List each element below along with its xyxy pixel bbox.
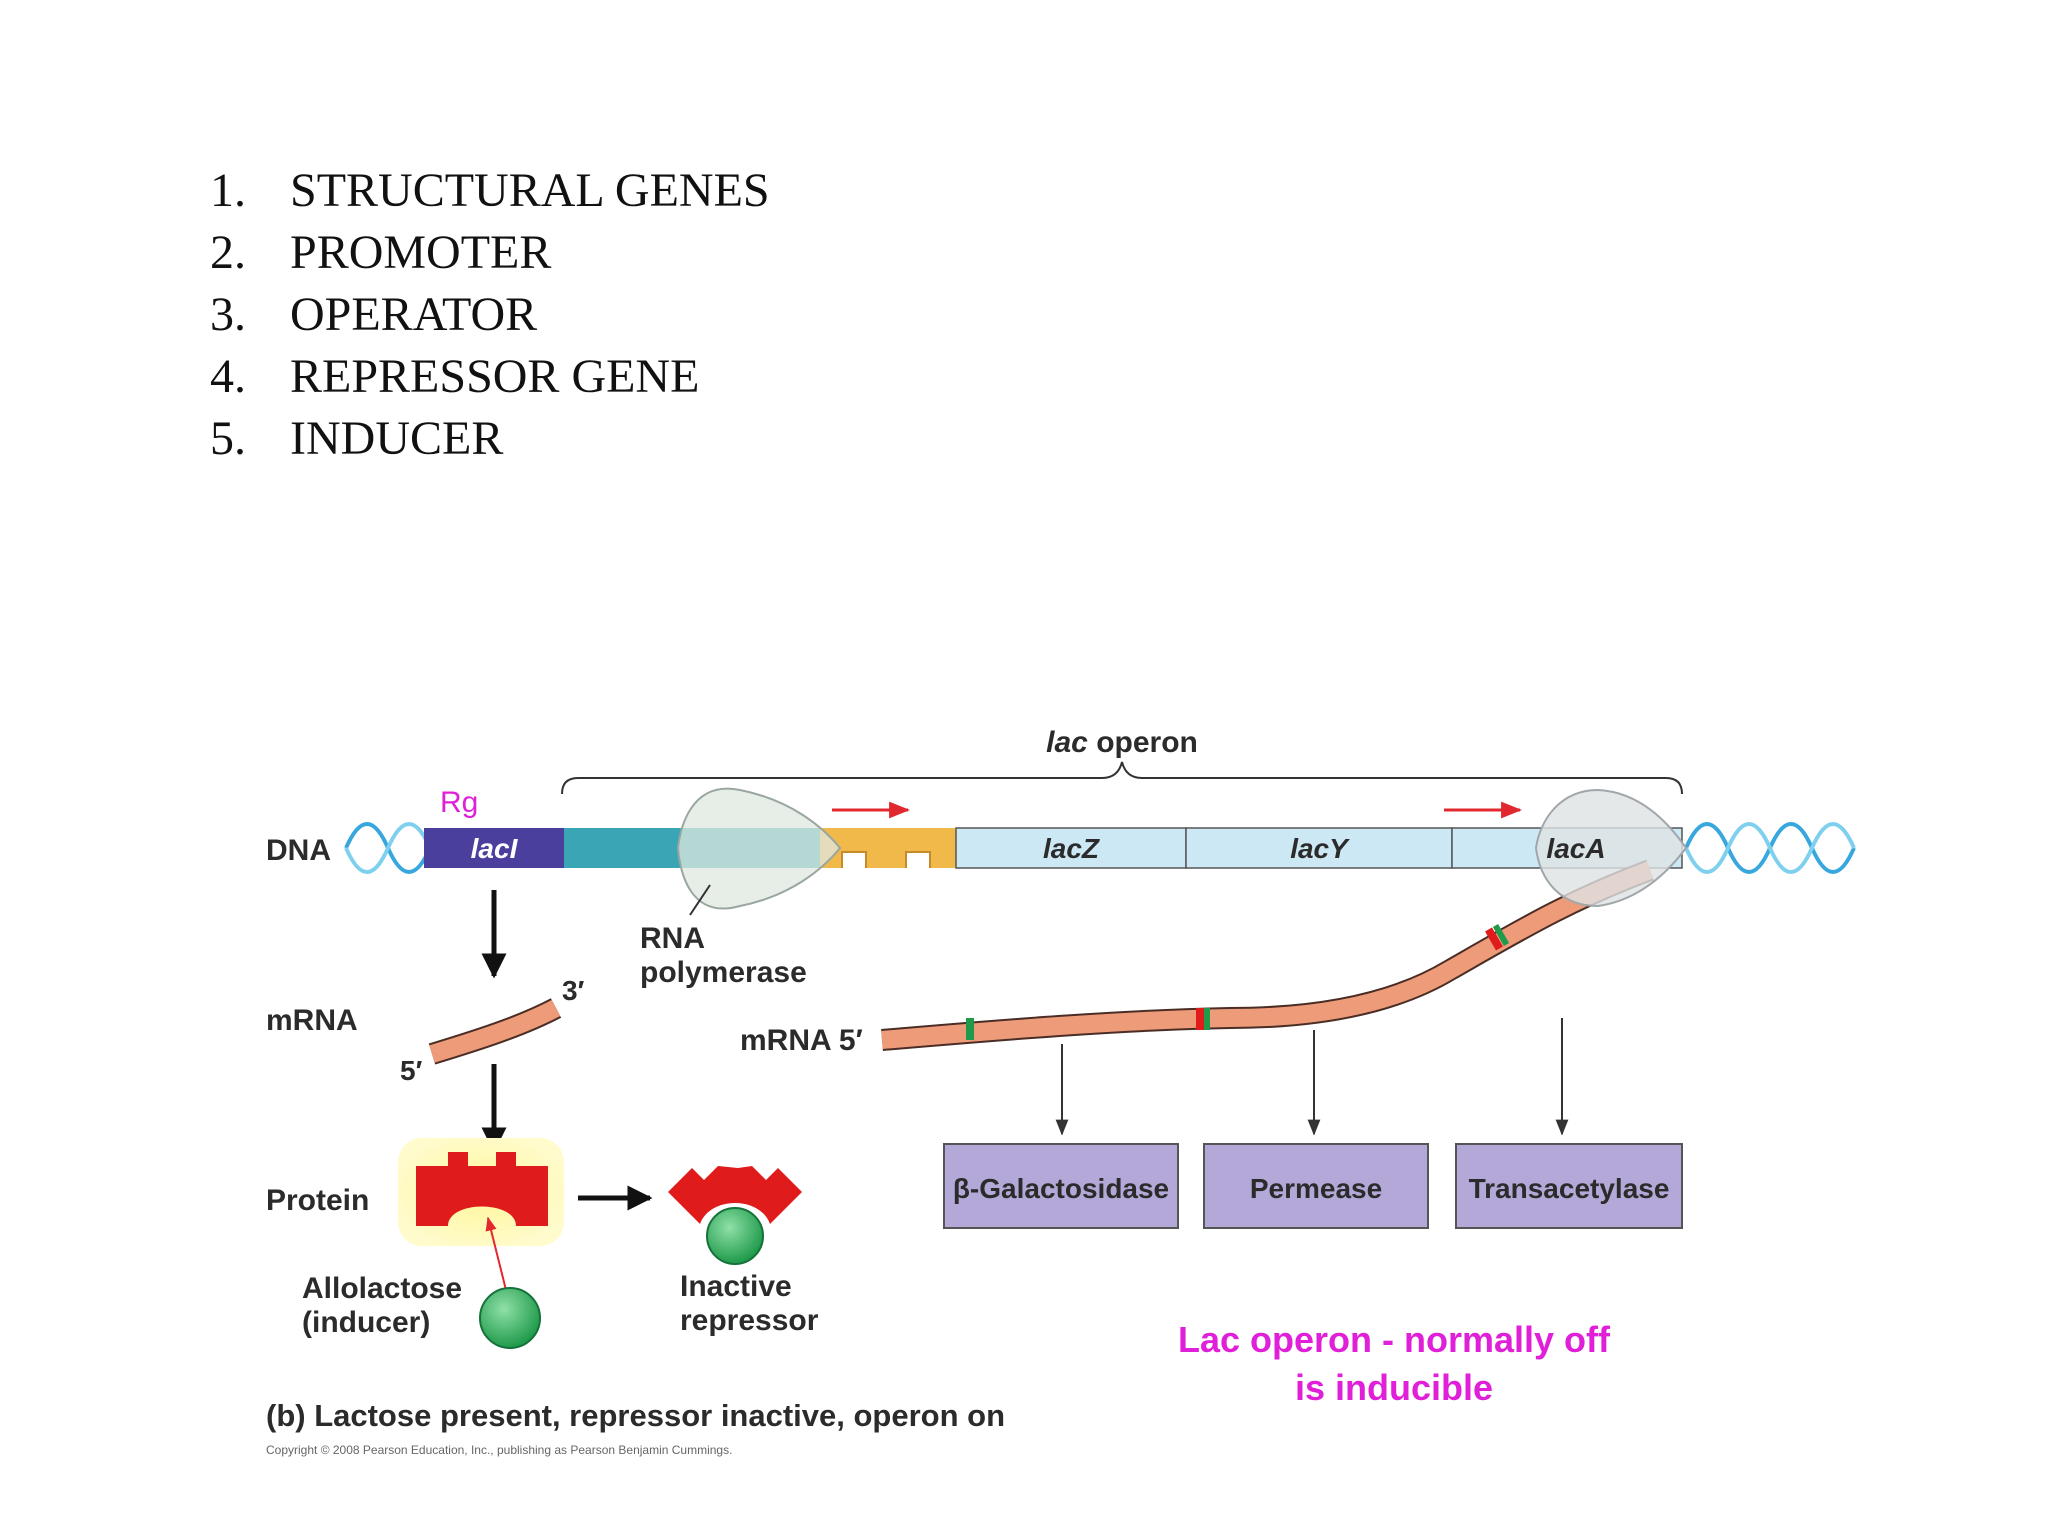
mrna-5-label: mRNA 5′ [740,1024,863,1057]
galactosidase-label: β-Galactosidase [953,1173,1169,1204]
mrna-label: mRNA [266,1004,358,1037]
operon-mrna [881,861,1654,1049]
inactive-repressor [668,1166,802,1224]
operon-label: lac operon [1046,726,1198,759]
galactosidase-box [943,1143,1179,1229]
list-item: 2. PROMOTER [210,222,770,284]
laca-label: lacA [1546,833,1605,864]
rna-polymerase-pointer [689,884,711,916]
start-codon-marker [1204,1008,1210,1030]
active-repressor [416,1152,548,1226]
component-list: 1. STRUCTURAL GENES 2. PROMOTER 3. OPERATOR… [210,160,770,470]
note-line-2: is inducible [1295,1367,1493,1408]
list-item: 5. INDUCER [210,408,770,470]
list-text: OPERATOR [290,288,538,341]
allolactose-label: Allolactose [302,1272,462,1305]
list-number: 2. [210,226,246,279]
operator-notches [841,851,931,868]
permease-box [1203,1143,1429,1229]
allolactose-label-line2: (inducer) [302,1306,430,1339]
list-number: 5. [210,412,246,465]
lacy-label: lacY [1290,833,1350,864]
list-number: 1. [210,164,246,217]
protein-label: Protein [266,1184,369,1217]
inactive-repressor-label-line2: repressor [680,1304,819,1337]
note-line-1: Lac operon - normally off [1178,1319,1611,1360]
stop-codon-marker [1485,927,1503,951]
three-prime-label: 3′ [562,975,585,1006]
transacetylase-box [1455,1143,1683,1229]
figure-caption: (b) Lactose present, repressor inactive,… [266,1398,1005,1433]
start-codon-marker [1492,923,1510,947]
list-text: REPRESSOR GENE [290,350,700,403]
list-text: PROMOTER [290,226,552,279]
rg-label: Rg [440,786,478,819]
allolactose-inducer [479,1287,541,1349]
dna-label: DNA [266,834,331,867]
lacz-label: lacZ [1043,833,1100,864]
rna-polymerase [676,787,842,910]
list-item: 4. REPRESSOR GENE [210,346,770,408]
stop-codon-marker [1196,1008,1204,1030]
list-number: 4. [210,350,246,403]
inactive-repressor-label: Inactive [680,1270,792,1303]
dna-helix-left [344,822,432,874]
lacy-gene [1185,827,1453,869]
list-text: STRUCTURAL GENES [290,164,770,217]
dna-helix-right [1684,822,1856,874]
rna-polymerase-end [1534,788,1688,908]
permease-label: Permease [1250,1173,1382,1204]
laci-label: lacI [471,833,519,864]
rna-polymerase-label: RNA [640,922,705,955]
laci-mrna-fill [429,1000,561,1063]
copyright-line: Copyright © 2008 Pearson Education, Inc.… [266,1443,732,1457]
bound-inducer [706,1207,764,1265]
five-prime-label: 5′ [400,1055,423,1086]
list-number: 3. [210,288,246,341]
transacetylase-label: Transacetylase [1469,1173,1670,1204]
start-codon-marker [966,1018,974,1040]
list-item: 1. STRUCTURAL GENES [210,160,770,222]
rna-polymerase-label-line2: polymerase [640,956,807,989]
laci-gene [424,828,564,868]
list-text: INDUCER [290,412,504,465]
inducer-binding-arrow [485,1216,507,1291]
list-item: 3. OPERATOR [210,284,770,346]
operon-bracket [561,761,1683,795]
